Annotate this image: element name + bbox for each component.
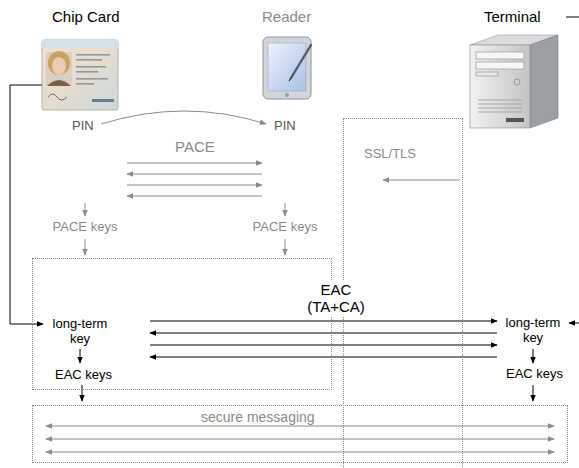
protocol-label: EAC (TA+CA) [304,281,368,316]
secure-messaging-band: secure messaging [32,405,568,463]
key-label: PACE keys [53,220,118,235]
eac-region: long-term keyEAC keys [32,258,332,390]
key-label: long-term key [49,317,111,347]
band-label: secure messaging [201,409,315,425]
key-label: long-term key [502,316,564,346]
column-header: Chip Card [52,8,120,25]
eac-key-arrows [80,349,533,401]
pace-exchange-arrows [127,163,262,196]
card-key-bracket [10,85,43,324]
id-card-illustration [42,40,118,110]
column-header: Reader [262,8,311,25]
ssl-tls-arrow [383,180,460,181]
key-label: EAC keys [55,368,112,383]
protocol-label: PACE [175,138,215,155]
key-label: PACE keys [253,220,318,235]
eac-exchange-arrows [150,321,497,357]
column-header: Terminal [484,8,541,25]
key-label: EAC keys [506,367,563,382]
pin-transfer-arrow [101,111,266,124]
pin-label: PIN [72,119,94,134]
pin-label: PIN [274,119,296,134]
terminal-side-line [566,17,579,18]
channel-label: SSL/TLS [364,147,416,162]
terminal-key-arrow [569,323,579,324]
terminal-computer-illustration [470,35,558,128]
reader-tablet-illustration [263,37,311,99]
secure-messaging-arrows [46,426,554,452]
